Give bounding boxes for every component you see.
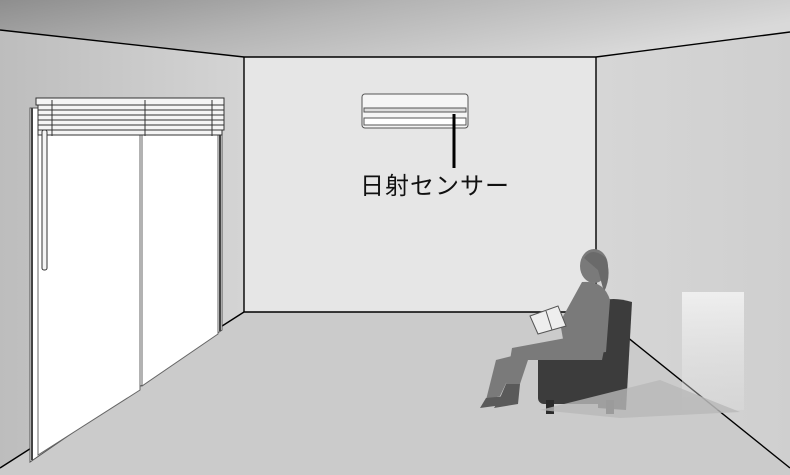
light-patch — [682, 292, 744, 410]
window — [29, 107, 223, 463]
ceiling — [0, 0, 790, 57]
air-conditioner — [361, 93, 469, 129]
chair-shadow — [540, 380, 740, 418]
seated-person — [480, 249, 610, 408]
solar-sensor-label: 日射センサー — [360, 172, 510, 200]
window-blinds — [35, 97, 225, 271]
